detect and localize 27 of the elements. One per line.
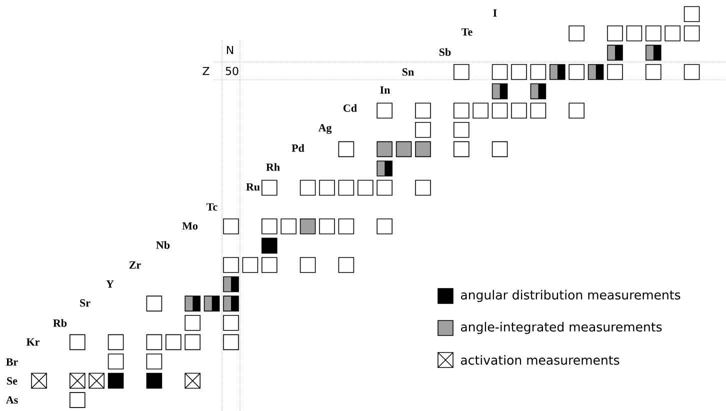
element-symbol: Ag [318, 124, 332, 134]
element-symbol: Br [6, 358, 18, 366]
element-symbol: Ru [246, 183, 260, 191]
element-symbol: As [6, 396, 18, 404]
element-symbol: Zr [129, 261, 141, 269]
legend-text: angular distribution measurements [460, 290, 680, 302]
element-symbol: Sb [439, 48, 451, 56]
element-symbol: I [493, 9, 497, 17]
element-symbol: Sr [80, 299, 90, 307]
element-symbol: Se [7, 377, 18, 385]
legend-text: angle-integrated measurements [460, 322, 662, 334]
element-symbol: Pd [292, 144, 304, 152]
element-symbol: In [380, 86, 390, 94]
element-symbol: Nb [156, 241, 170, 249]
element-symbol: Y [106, 280, 114, 288]
axis-label: Z [202, 66, 210, 75]
element-symbol: Rh [266, 163, 280, 171]
element-symbol: Tc [206, 203, 218, 211]
element-symbol: Cd [344, 104, 357, 112]
element-symbol: Kr [26, 338, 40, 346]
element-symbol: Te [462, 28, 472, 36]
axis-label: N [226, 46, 234, 54]
element-symbol: Sn [402, 68, 414, 76]
element-symbol: Rb [53, 319, 67, 327]
axis-label: 50 [226, 66, 238, 76]
element-symbol: Mo [182, 222, 198, 230]
legend-text: activation measurements [460, 355, 620, 365]
